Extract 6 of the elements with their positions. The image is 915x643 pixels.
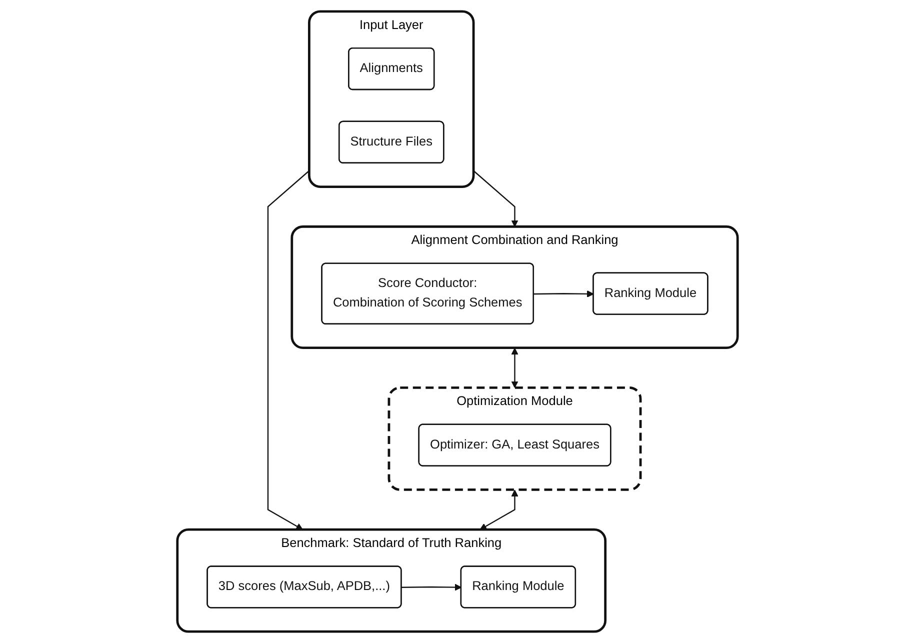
arrow (473, 170, 518, 227)
arrow (480, 490, 518, 530)
arrow (534, 290, 594, 298)
arrow (402, 584, 462, 591)
arrow (267, 170, 310, 530)
arrow (511, 348, 518, 388)
